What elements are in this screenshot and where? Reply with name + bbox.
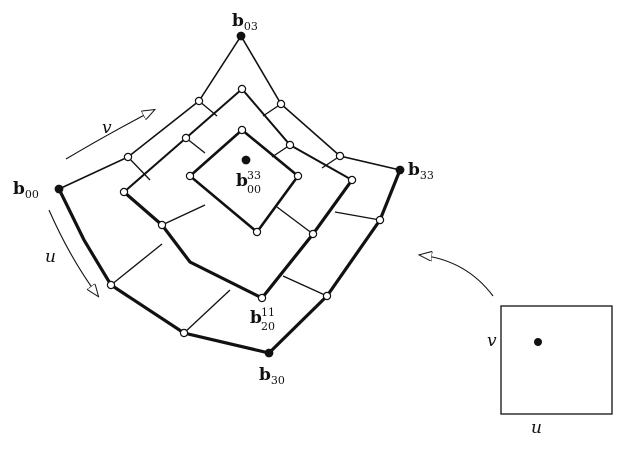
label-b30: b30 xyxy=(259,365,285,387)
outer-edge-b00-b30 xyxy=(57,188,270,355)
mapping-arrow xyxy=(420,255,494,297)
v-direction-arrow xyxy=(65,110,154,160)
label-b00-33: b xyxy=(236,171,248,191)
label-u-arrow: u xyxy=(45,247,56,267)
hollow-control-points xyxy=(106,84,385,338)
label-b20-11: b xyxy=(250,308,262,328)
u-direction-arrow xyxy=(48,209,98,296)
label-domain-v: v xyxy=(487,331,497,351)
label-v-arrow: v xyxy=(102,118,112,138)
solid-control-points xyxy=(54,31,405,358)
parameter-domain-square xyxy=(500,305,613,415)
label-b00-33-sub: 00 xyxy=(247,183,261,196)
outer-edge-b30-b33 xyxy=(267,169,402,355)
label-b00: b00 xyxy=(13,179,39,201)
label-b33: b33 xyxy=(408,160,434,182)
domain-point xyxy=(534,338,542,346)
label-domain-u: u xyxy=(531,418,542,438)
label-b03: b03 xyxy=(232,11,258,33)
outer-edge-b03-b33 xyxy=(240,35,401,171)
label-b00-33-sup: 33 xyxy=(247,169,261,182)
label-b20-11-sup: 11 xyxy=(261,306,275,319)
label-b20-11-sub: 20 xyxy=(261,320,275,333)
outer-edge-b00-b03 xyxy=(58,35,242,190)
middle-ring-bottom xyxy=(122,179,354,301)
